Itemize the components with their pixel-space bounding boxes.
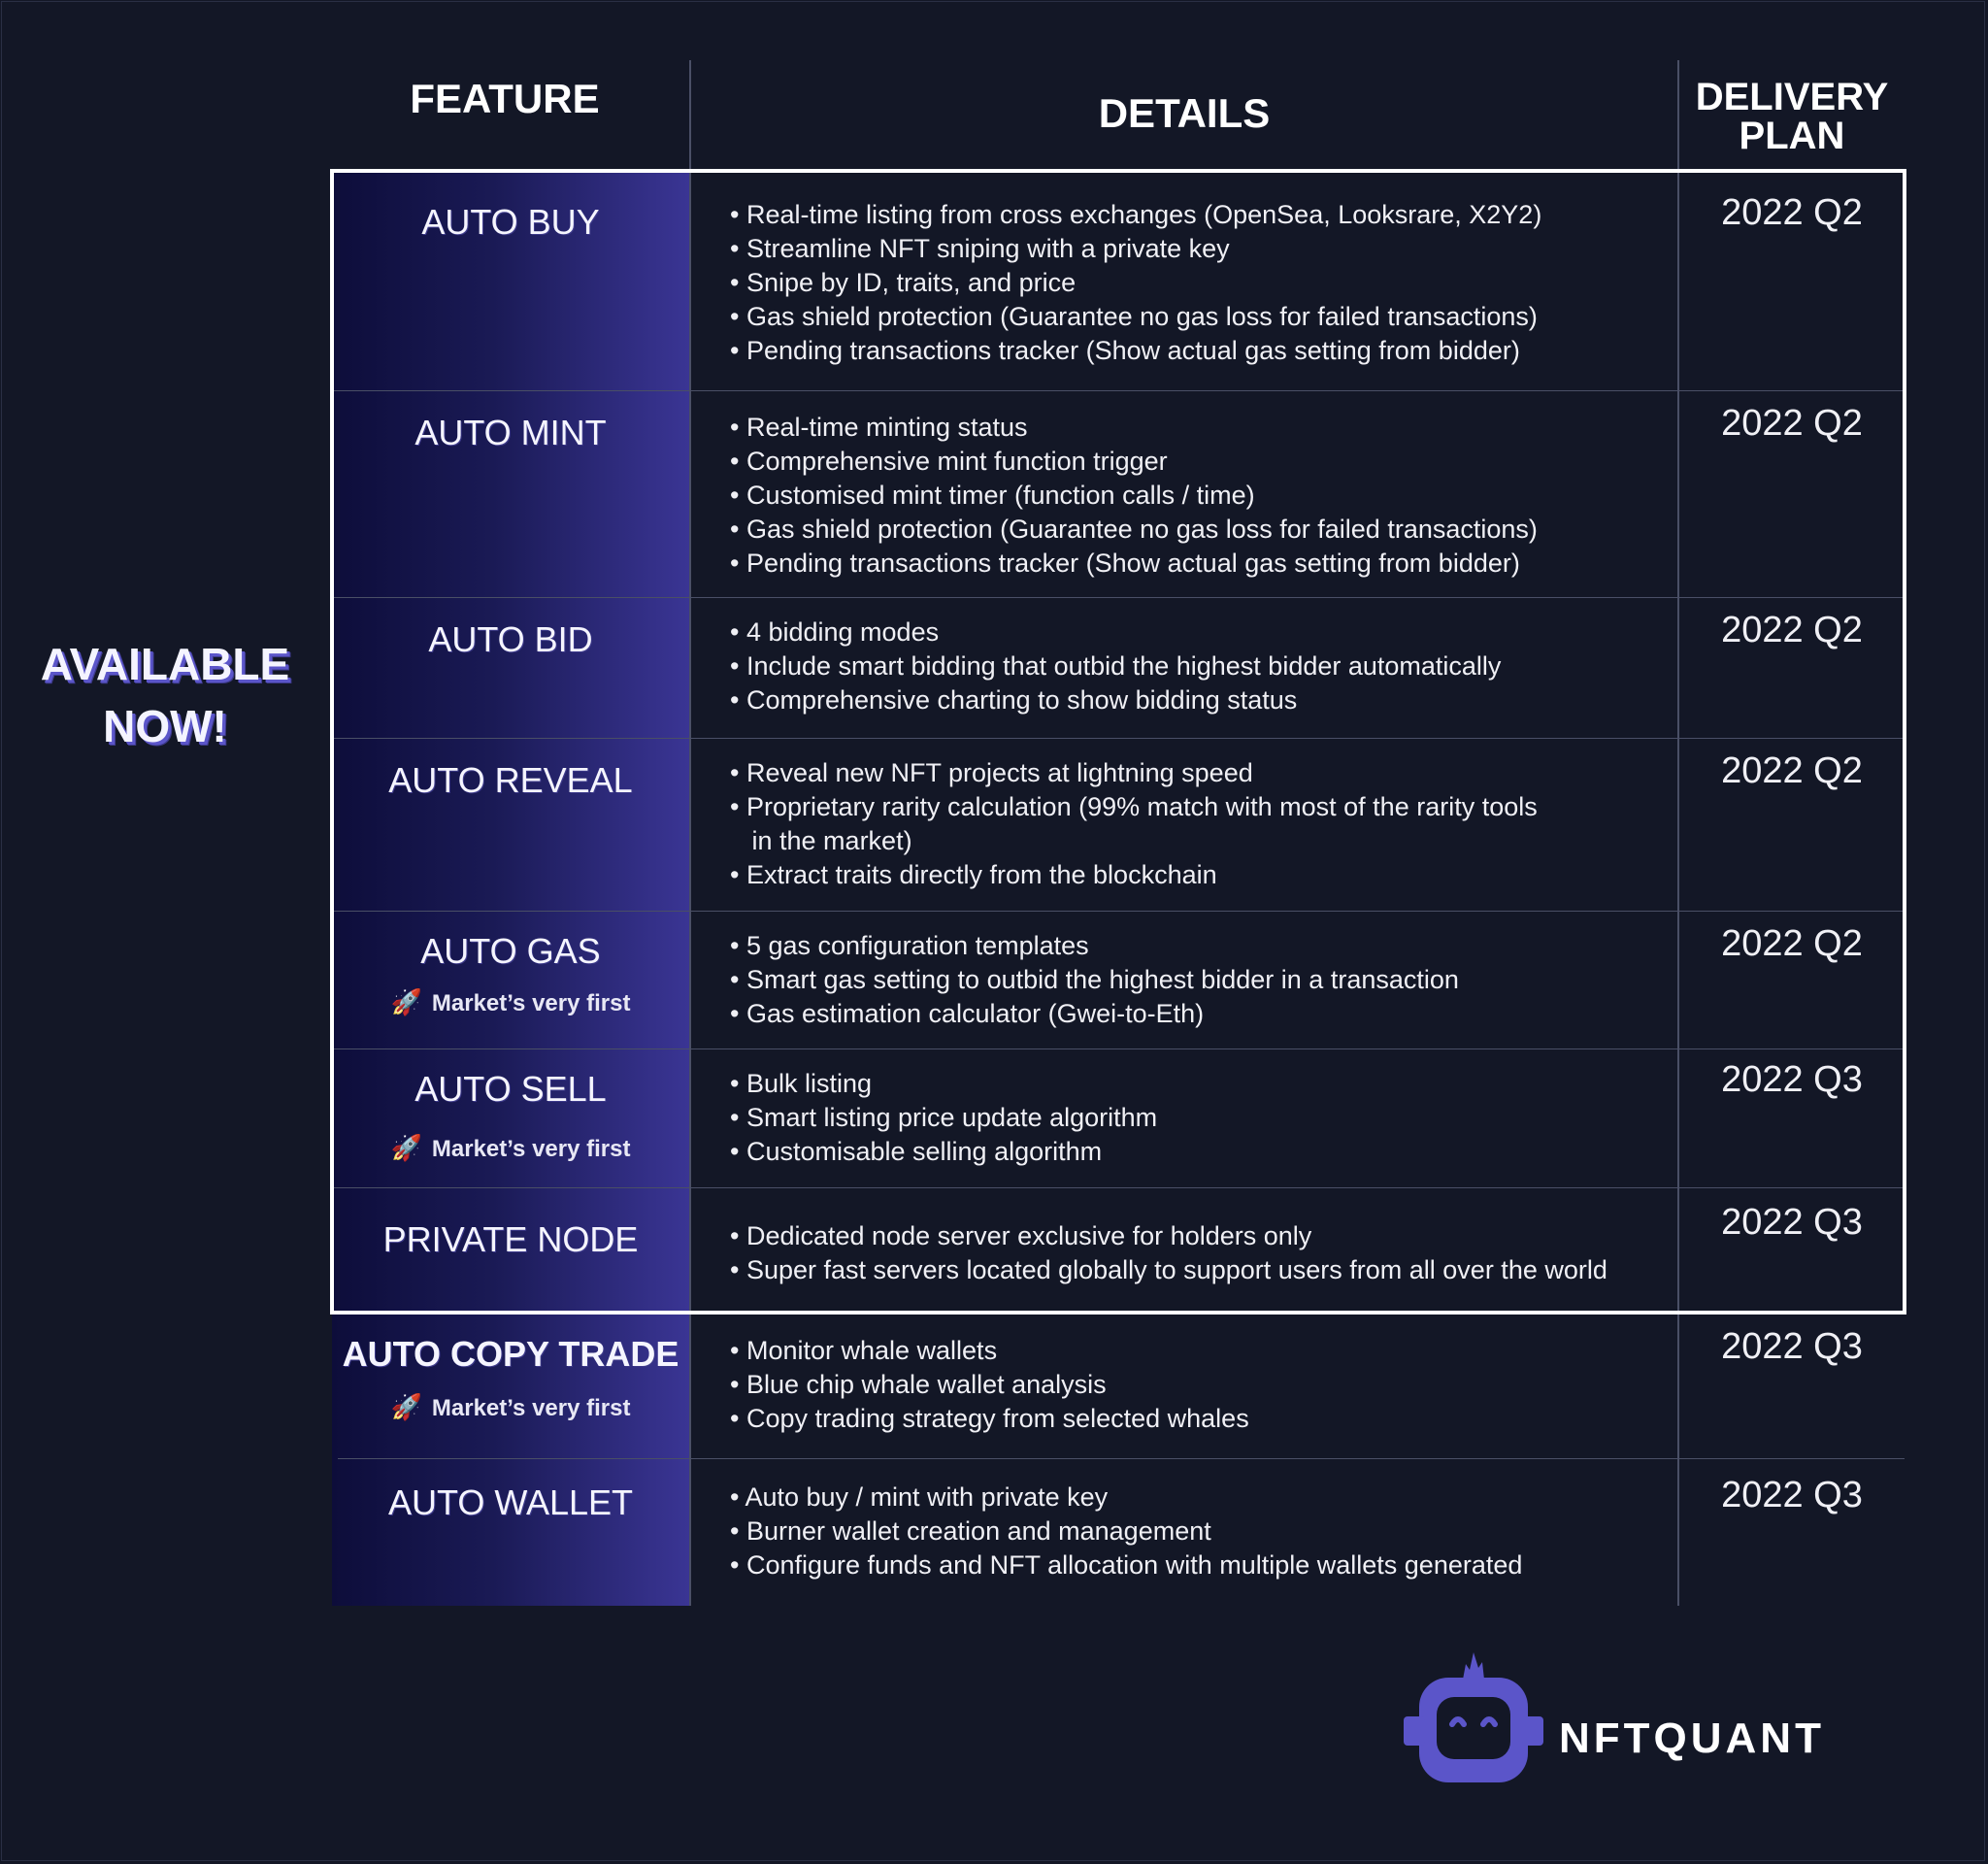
detail-item: • Streamline NFT sniping with a private … <box>730 234 1230 263</box>
feature-column-background <box>332 171 689 1606</box>
delivery-date: 2022 Q2 <box>1721 750 1863 791</box>
detail-item: • Proprietary rarity calculation (99% ma… <box>730 792 1538 821</box>
feature-details: • 5 gas configuration templates • Smart … <box>730 929 1662 1031</box>
feature-name: AUTO BID <box>428 619 593 659</box>
detail-item: • Comprehensive mint function trigger <box>730 447 1168 476</box>
detail-item: • Super fast servers located globally to… <box>730 1255 1607 1284</box>
market-first-badge: 🚀 Market’s very first <box>332 1133 689 1163</box>
available-now-label: AVAILABLE NOW! <box>19 633 311 757</box>
detail-item: in the market) <box>730 826 912 855</box>
badge-label: Market’s very first <box>431 990 631 1016</box>
available-now-line2: NOW! <box>103 701 227 751</box>
feature-name: AUTO GAS <box>420 931 601 971</box>
detail-item: • Pending transactions tracker (Show act… <box>730 336 1520 365</box>
detail-item: • Include smart bidding that outbid the … <box>730 651 1502 681</box>
detail-item: • Burner wallet creation and management <box>730 1516 1211 1546</box>
available-now-line1: AVAILABLE <box>40 639 290 689</box>
feature-name: AUTO SELL <box>414 1069 607 1109</box>
table-row-private-node: PRIVATE NODE • Dedicated node server exc… <box>332 1187 1905 1315</box>
table-row-auto-gas: AUTO GAS 🚀 Market’s very first • 5 gas co… <box>332 911 1905 1049</box>
detail-item: • Blue chip whale wallet analysis <box>730 1370 1107 1399</box>
delivery-date: 2022 Q3 <box>1721 1059 1863 1100</box>
header-details: DETAILS <box>1098 90 1271 136</box>
detail-item: • Snipe by ID, traits, and price <box>730 268 1077 297</box>
detail-item: • Gas shield protection (Guarantee no ga… <box>730 302 1538 331</box>
table-row-auto-reveal: AUTO REVEAL • Reveal new NFT projects at… <box>332 738 1905 912</box>
badge-label: Market’s very first <box>431 1136 631 1162</box>
header-feature: FEATURE <box>410 76 600 121</box>
rocket-icon: 🚀 <box>390 1133 422 1162</box>
detail-item: • Auto buy / mint with private key <box>730 1482 1109 1512</box>
detail-item: • Copy trading strategy from selected wh… <box>730 1404 1249 1433</box>
header-delivery-line2: PLAN <box>1739 115 1845 157</box>
detail-item: • Real-time listing from cross exchanges… <box>730 200 1542 229</box>
feature-name: AUTO MINT <box>414 413 607 452</box>
header-delivery-plan: DELIVERY PLAN <box>1679 78 1905 155</box>
badge-label: Market’s very first <box>431 1395 631 1421</box>
feature-details: • Real-time listing from cross exchanges… <box>730 198 1662 368</box>
table-row-auto-wallet: AUTO WALLET • Auto buy / mint with priva… <box>338 1458 1905 1607</box>
detail-item: • Bulk listing <box>730 1069 873 1098</box>
detail-item: • 4 bidding modes <box>730 617 940 647</box>
detail-item: • Smart gas setting to outbid the highes… <box>730 965 1459 994</box>
delivery-date: 2022 Q3 <box>1721 1202 1863 1243</box>
delivery-date: 2022 Q3 <box>1721 1326 1863 1367</box>
robot-icon <box>1404 1652 1543 1782</box>
detail-item: • Configure funds and NFT allocation wit… <box>730 1550 1523 1580</box>
detail-item: • Pending transactions tracker (Show act… <box>730 549 1520 578</box>
table-row-auto-buy: AUTO BUY • Real-time listing from cross … <box>332 171 1905 390</box>
feature-name: AUTO REVEAL <box>388 760 633 800</box>
detail-item: • Gas estimation calculator (Gwei-to-Eth… <box>730 999 1205 1028</box>
feature-details: • Bulk listing • Smart listing price upd… <box>730 1067 1662 1169</box>
rocket-icon: 🚀 <box>390 987 422 1016</box>
table-row-auto-bid: AUTO BID • 4 bidding modes • Include sma… <box>332 597 1905 739</box>
table-row-auto-copy-trade: AUTO COPY TRADE 🚀 Market’s very first • M… <box>332 1315 1905 1458</box>
feature-details: • Reveal new NFT projects at lightning s… <box>730 756 1662 892</box>
feature-details: • Real-time minting status • Comprehensi… <box>730 411 1662 581</box>
detail-item: • Gas shield protection (Guarantee no ga… <box>730 515 1538 544</box>
detail-item: • Customisable selling algorithm <box>730 1137 1103 1166</box>
feature-details: • Auto buy / mint with private key • Bur… <box>730 1481 1662 1582</box>
rocket-icon: 🚀 <box>390 1392 422 1421</box>
feature-details: • 4 bidding modes • Include smart biddin… <box>730 616 1662 717</box>
detail-item: • Comprehensive charting to show bidding… <box>730 685 1298 715</box>
market-first-badge: 🚀 Market’s very first <box>332 987 689 1017</box>
detail-item: • Customised mint timer (function calls … <box>730 481 1255 510</box>
table-row-auto-sell: AUTO SELL 🚀 Market’s very first • Bulk li… <box>332 1048 1905 1188</box>
delivery-date: 2022 Q2 <box>1721 610 1863 650</box>
delivery-date: 2022 Q3 <box>1721 1475 1863 1515</box>
brand-name: NFTQUANT <box>1559 1714 1825 1762</box>
feature-name: PRIVATE NODE <box>382 1219 639 1259</box>
detail-item: • Extract traits directly from the block… <box>730 860 1217 889</box>
delivery-date: 2022 Q2 <box>1721 923 1863 964</box>
detail-item: • 5 gas configuration templates <box>730 931 1089 960</box>
feature-name: AUTO WALLET <box>387 1482 634 1522</box>
delivery-date: 2022 Q2 <box>1721 403 1863 444</box>
header-delivery-line1: DELIVERY <box>1695 76 1889 118</box>
detail-item: • Reveal new NFT projects at lightning s… <box>730 758 1253 787</box>
feature-name: AUTO BUY <box>421 202 600 242</box>
feature-details: • Monitor whale wallets • Blue chip whal… <box>730 1334 1662 1436</box>
detail-item: • Real-time minting status <box>730 413 1028 442</box>
detail-item: • Smart listing price update algorithm <box>730 1103 1158 1132</box>
delivery-date: 2022 Q2 <box>1721 192 1863 233</box>
table-row-auto-mint: AUTO MINT • Real-time minting status • C… <box>332 390 1905 598</box>
detail-item: • Dedicated node server exclusive for ho… <box>730 1221 1312 1250</box>
column-divider <box>689 60 691 1606</box>
detail-item: • Monitor whale wallets <box>730 1336 998 1365</box>
market-first-badge: 🚀 Market’s very first <box>332 1392 689 1422</box>
feature-name: AUTO COPY TRADE <box>342 1334 679 1374</box>
feature-details: • Dedicated node server exclusive for ho… <box>730 1219 1662 1287</box>
column-divider <box>1677 60 1679 1606</box>
